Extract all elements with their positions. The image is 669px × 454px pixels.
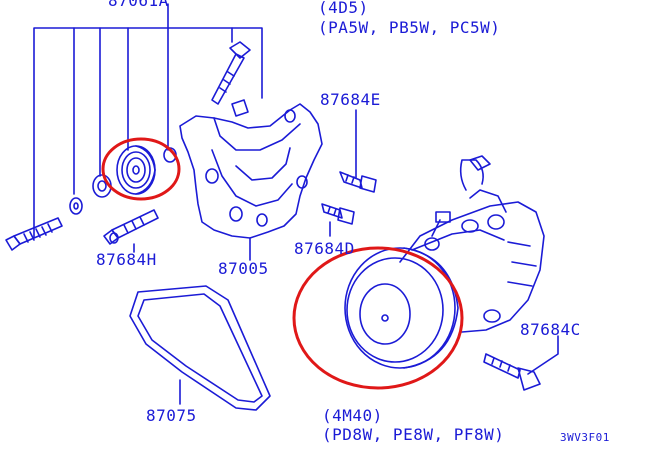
label-87061a: 87061A bbox=[108, 0, 169, 10]
long-bolt-left bbox=[5, 217, 63, 251]
label-4m40-models: (PD8W, PE8W, PF8W) bbox=[322, 425, 505, 444]
clutch-pulley bbox=[344, 247, 459, 369]
label-87684d: 87684D bbox=[294, 239, 355, 258]
bolt-87684c bbox=[483, 335, 559, 391]
label-4d5: (4D5) bbox=[318, 0, 369, 17]
highlight-idler-pulley bbox=[101, 137, 181, 201]
compressor bbox=[399, 155, 545, 333]
label-4m40: (4M40) bbox=[322, 406, 383, 425]
label-87684e: 87684E bbox=[320, 90, 381, 109]
leader-87061a bbox=[33, 3, 263, 239]
idler-pulley bbox=[116, 145, 156, 195]
highlight-clutch-pulley bbox=[292, 246, 464, 390]
label-4d5-models: (PA5W, PB5W, PC5W) bbox=[318, 18, 501, 37]
label-87005: 87005 bbox=[218, 259, 269, 278]
bracket-87005 bbox=[179, 103, 323, 261]
bolt-87684h bbox=[103, 209, 159, 245]
adjuster-bolt bbox=[211, 41, 251, 117]
diagram-code: 3WV3F01 bbox=[560, 431, 610, 444]
bolt-87684d bbox=[321, 203, 355, 237]
label-87684h: 87684H bbox=[96, 250, 157, 269]
washer-small bbox=[69, 197, 83, 215]
label-87684c: 87684C bbox=[520, 320, 581, 339]
bolt-87684e bbox=[339, 109, 377, 193]
belt-87075 bbox=[129, 285, 271, 411]
label-87075: 87075 bbox=[146, 406, 197, 425]
